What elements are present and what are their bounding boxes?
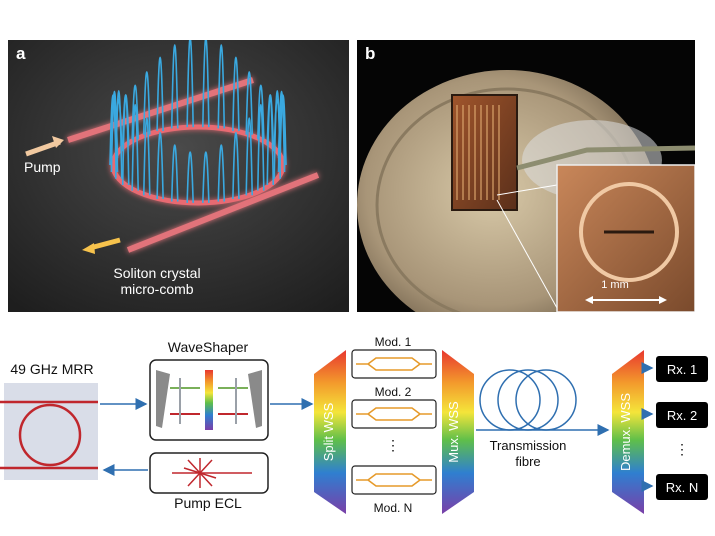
comb-line [156, 56, 164, 132]
waveshaper-optics [156, 370, 262, 430]
comb-line [277, 98, 286, 159]
soliton-label: Soliton crystal micro-comb [113, 265, 201, 297]
fibre-coil-icon [479, 369, 577, 431]
comb-line [186, 40, 194, 128]
mux-wss [442, 350, 474, 514]
bus-waveguide-upper [67, 77, 254, 143]
comb-line [257, 103, 265, 191]
comb-line [114, 98, 123, 152]
micro-ring [110, 124, 286, 206]
comb-line [121, 94, 130, 146]
comb-line [170, 144, 179, 202]
comb-line [202, 40, 210, 128]
comb-line [257, 84, 265, 140]
chip [451, 94, 518, 211]
receiver-2 [656, 402, 708, 428]
bus-waveguide-lower [126, 172, 320, 253]
comb-line [170, 44, 179, 129]
chip-traces [456, 105, 500, 200]
demux-wss-label: Demux. WSS [618, 393, 633, 471]
panel-b: b 1 mm [357, 40, 695, 312]
comb-line [279, 94, 287, 166]
comb-line [109, 94, 117, 166]
comb-line [131, 84, 139, 140]
receiver-n [656, 474, 708, 500]
split-wss [314, 350, 346, 514]
comb-line [232, 131, 240, 200]
comb-line [202, 151, 210, 203]
pump-arrowhead [52, 136, 64, 148]
comb-line [186, 151, 194, 203]
output-arrow [89, 237, 121, 251]
modulator-n [351, 465, 437, 495]
comb-lines [109, 40, 287, 203]
panel-letter-b: b [365, 44, 376, 63]
modulator-1 [351, 349, 437, 379]
modulator-2 [351, 399, 437, 429]
transmission-label-line1: Transmission [490, 438, 567, 453]
comb-line [217, 144, 226, 202]
mod-label-2: Mod. 2 [375, 385, 412, 399]
system-schematic: 49 GHz MRR WaveShaper Pump ECL Split WSS… [0, 335, 708, 515]
receiver-ellipsis: ⋮ [675, 441, 689, 457]
output-arrowhead [82, 243, 95, 254]
laser-burst-icon [172, 458, 252, 488]
waveshaper-label: WaveShaper [168, 339, 249, 355]
comb-line [142, 117, 151, 196]
pump-label: Pump [24, 159, 61, 175]
comb-line [142, 71, 151, 135]
receiver-1-label: Rx. 1 [667, 362, 697, 377]
panel-a: a Pump Soliton crystal micro-comb [8, 40, 349, 312]
receiver-1 [656, 356, 708, 382]
receiver-2-label: Rx. 2 [667, 408, 697, 423]
mzm-waveguide [356, 407, 432, 421]
fibre-pigtail [516, 145, 695, 171]
receiver-n-label: Rx. N [666, 480, 699, 495]
comb-line [266, 94, 275, 146]
modulator-waveguides [356, 357, 432, 487]
panel-letter-a: a [16, 44, 26, 63]
mod-ellipsis: ⋮ [386, 437, 400, 453]
pump-ecl-label: Pump ECL [174, 495, 242, 511]
comb-line [156, 131, 164, 200]
comb-line [232, 56, 240, 132]
comb-line [131, 103, 139, 191]
split-wss-label: Split WSS [321, 402, 336, 461]
mrr-label: 49 GHz MRR [10, 361, 93, 377]
mzm-waveguide [356, 473, 432, 487]
transmission-label-line2: fibre [515, 454, 540, 469]
scale-label: 1 mm [601, 279, 629, 291]
micrograph-ring [579, 182, 679, 282]
mrr-ring [18, 403, 82, 467]
comb-line [217, 44, 226, 129]
demux-wss [612, 350, 644, 514]
mzm-waveguide [356, 357, 432, 371]
mod-label-n: Mod. N [374, 501, 413, 515]
pump-arrow [25, 139, 61, 157]
mux-wss-label: Mux. WSS [446, 401, 461, 463]
mod-label-1: Mod. 1 [375, 335, 412, 349]
micro-ring-rendering [8, 40, 349, 312]
modulator-group: Mod. 1 Mod. 2 ⋮ Mod. N [351, 335, 437, 515]
chip-photo [357, 40, 695, 312]
comb-line [245, 117, 254, 196]
comb-line [245, 71, 254, 135]
